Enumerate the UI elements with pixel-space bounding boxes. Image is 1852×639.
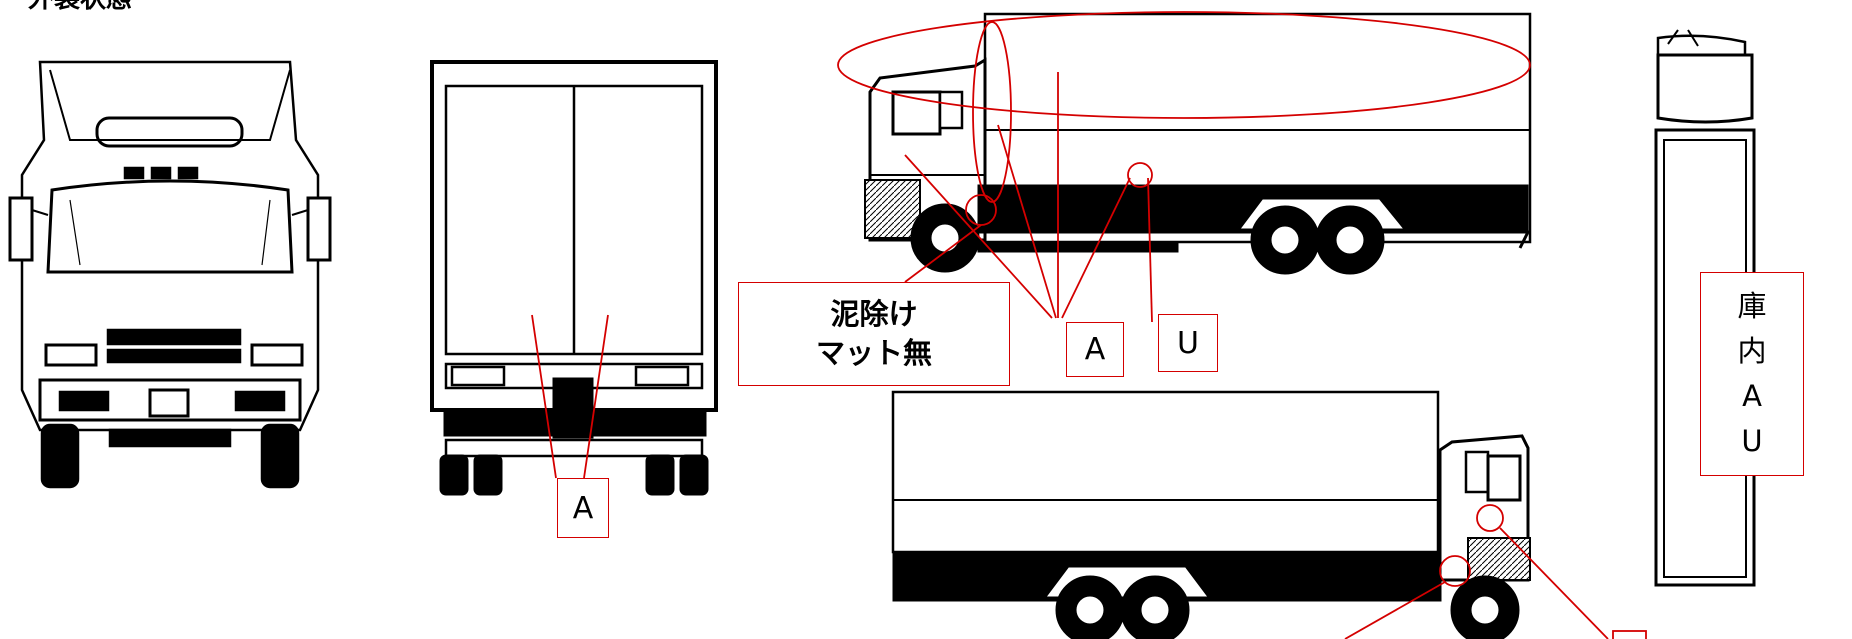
truck-side-view-right xyxy=(891,390,1531,639)
mudflap-label: 泥除け マット無 xyxy=(738,282,1010,386)
mudflap-label-line2: マット無 xyxy=(815,336,932,370)
leader-line xyxy=(904,154,1053,319)
side-label-a: A xyxy=(1066,322,1124,377)
rear-label-a: A xyxy=(557,478,609,538)
highlight-circle xyxy=(1127,162,1153,188)
leader-line xyxy=(1344,581,1446,639)
leader-line xyxy=(904,224,982,283)
side-label-a-text: A xyxy=(1084,332,1106,367)
leader-line xyxy=(1499,527,1609,639)
leader-line xyxy=(583,314,609,479)
leader-line xyxy=(997,124,1057,319)
side-label-u-text: U xyxy=(1177,325,1199,361)
highlight-ellipse xyxy=(972,21,1012,203)
interior-label-line2: 内 xyxy=(1737,334,1767,369)
truck-front-view xyxy=(8,60,332,489)
highlight-circle xyxy=(1439,555,1471,587)
leader-line xyxy=(1147,177,1153,323)
truck-rear-view xyxy=(430,60,718,496)
truck-side-view-left xyxy=(864,12,1532,275)
highlight-ellipse xyxy=(837,11,1531,119)
cutoff-label-box xyxy=(1612,630,1647,639)
section-title: 外装状態 xyxy=(28,0,132,15)
interior-label-line1: 庫 xyxy=(1737,289,1767,324)
mudflap-label-line1: 泥除け xyxy=(830,296,918,331)
highlight-circle xyxy=(1476,504,1504,532)
leader-line xyxy=(1061,177,1131,319)
rear-label-a-text: A xyxy=(572,490,594,526)
side-label-u: U xyxy=(1158,314,1218,372)
interior-label: 庫 内 A U xyxy=(1700,272,1804,476)
leader-line xyxy=(531,314,557,479)
annotation-marks xyxy=(531,11,1647,639)
interior-label-line4: U xyxy=(1741,423,1763,458)
interior-label-line3: A xyxy=(1742,379,1762,413)
